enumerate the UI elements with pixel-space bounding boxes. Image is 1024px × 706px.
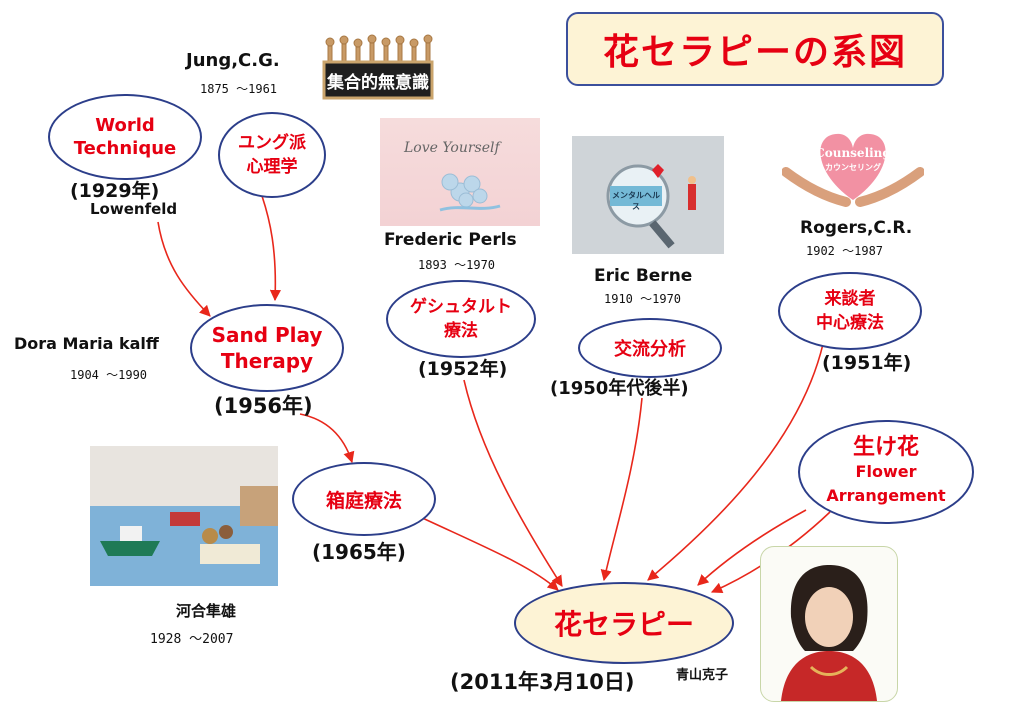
node-world-technique: World Technique xyxy=(48,94,202,180)
berne-name: Eric Berne xyxy=(594,266,693,286)
arrow-jung-to-sandplay xyxy=(261,195,281,302)
arrow-ikebana-to-flower xyxy=(697,509,807,586)
page-title: 花セラピーの系図 xyxy=(602,32,907,73)
client-centered-line2: 中心療法 xyxy=(816,313,884,333)
berne-card-text: メンタルヘルス xyxy=(612,191,660,211)
flower-therapy-founder: 青山克子 xyxy=(676,668,729,683)
jung-years: 1875 ～1961 xyxy=(200,82,278,96)
kalff-name: Dora Maria kalff xyxy=(14,334,159,353)
client-centered-year: (1951年) xyxy=(822,352,912,374)
world-technique-author: Lowenfeld xyxy=(90,200,178,218)
rogers-heart-en: Counseling xyxy=(815,146,891,160)
client-centered-line1: 来談者 xyxy=(824,289,876,309)
ta-year: (1950年代後半) xyxy=(550,378,689,399)
arrow-ta-to-flower xyxy=(600,397,643,582)
perls-love-yourself-image: Love Yourself xyxy=(380,118,540,226)
perls-years: 1893 ～1970 xyxy=(418,258,496,272)
world-technique-year: (1929年) xyxy=(70,180,160,202)
perls-name: Frederic Perls xyxy=(384,230,517,250)
arrow-hakoniwa-to-flower xyxy=(415,514,559,591)
flower-therapy-label: 花セラピー xyxy=(553,608,694,641)
ikebana-line3: Arrangement xyxy=(826,486,946,505)
kalff-years: 1904 ～1990 xyxy=(70,368,148,382)
sand-play-year: (1956年) xyxy=(214,394,313,418)
node-transactional-analysis: 交流分析 xyxy=(578,318,722,378)
rogers-heart-jp: カウンセリング xyxy=(825,163,881,172)
founder-portrait-photo xyxy=(760,546,898,702)
ikebana-line2: Flower xyxy=(855,462,917,481)
jung-sign-text: 集合的無意識 xyxy=(327,73,429,93)
ikebana-line1: 生け花 xyxy=(852,435,919,460)
jung-wooden-figures-image: 集合的無意識 xyxy=(316,30,440,102)
node-gestalt-therapy: ゲシュタルト 療法 xyxy=(386,280,536,358)
jung-name: Jung,C.G. xyxy=(186,50,280,71)
hakoniwa-label: 箱庭療法 xyxy=(325,489,402,512)
kawai-years: 1928 ～2007 xyxy=(150,632,234,647)
berne-mental-health-image: メンタルヘルス xyxy=(572,136,724,254)
berne-years: 1910 ～1970 xyxy=(604,292,682,306)
jung-school-line1: ユング派 xyxy=(238,133,306,153)
arrow-world-to-sandplay xyxy=(157,221,211,317)
world-technique-line2: Technique xyxy=(73,138,177,159)
arrow-rogers-to-flower xyxy=(647,343,824,581)
gestalt-year: (1952年) xyxy=(418,358,508,380)
arrow-sandplay-to-hakoniwa xyxy=(299,413,355,464)
jung-school-line2: 心理学 xyxy=(246,157,298,177)
rogers-name: Rogers,C.R. xyxy=(800,218,913,238)
node-flower-therapy: 花セラピー xyxy=(514,582,734,664)
arrow-gestalt-to-flower xyxy=(463,379,563,587)
world-technique-line1: World xyxy=(95,115,155,136)
gestalt-line1: ゲシュタルト xyxy=(410,297,512,317)
node-ikebana: 生け花 Flower Arrangement xyxy=(798,420,974,524)
node-sand-play-therapy: Sand Play Therapy xyxy=(190,304,344,392)
title-box: 花セラピーの系図 xyxy=(566,12,944,86)
node-jung-school: ユング派 心理学 xyxy=(218,112,326,198)
kawai-name: 河合隼雄 xyxy=(176,602,237,620)
rogers-counseling-image: Counseling カウンセリング xyxy=(782,112,924,214)
hakoniwa-year: (1965年) xyxy=(312,540,406,564)
node-client-centered-therapy: 来談者 中心療法 xyxy=(778,272,922,350)
sand-play-line2: Therapy xyxy=(220,349,314,373)
perls-card-text: Love Yourself xyxy=(404,140,500,156)
gestalt-line2: 療法 xyxy=(444,321,478,341)
rogers-years: 1902 ～1987 xyxy=(806,244,884,258)
sandplay-tray-photo xyxy=(90,446,278,586)
sand-play-line1: Sand Play xyxy=(211,323,323,347)
ta-label: 交流分析 xyxy=(614,339,686,360)
flower-therapy-date: (2011年3月10日) xyxy=(450,670,635,694)
node-hakoniwa-therapy: 箱庭療法 xyxy=(292,462,436,536)
